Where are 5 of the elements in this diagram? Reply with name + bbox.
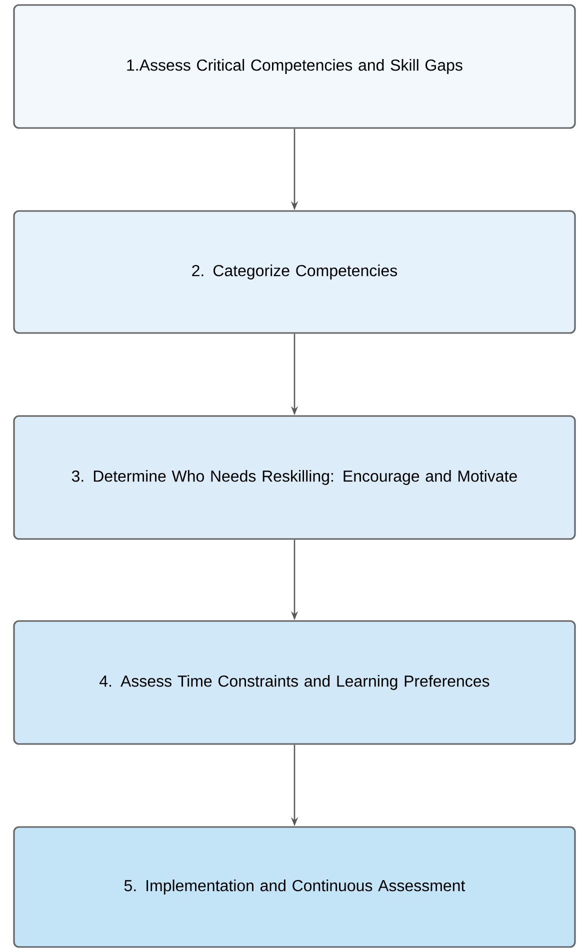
process-box: 4. Assess Time Constraints and Learning Preferences xyxy=(13,620,576,745)
process-box: 2. Categorize Competencies xyxy=(13,210,576,334)
process-box: 5. Implementation and Continuous Assessment xyxy=(13,826,576,948)
process-box: 1.Assess Critical Competencies and Skill Gaps xyxy=(13,4,576,129)
process-box: 3. Determine Who Needs Reskilling: Encourage and Motivate xyxy=(13,415,576,540)
